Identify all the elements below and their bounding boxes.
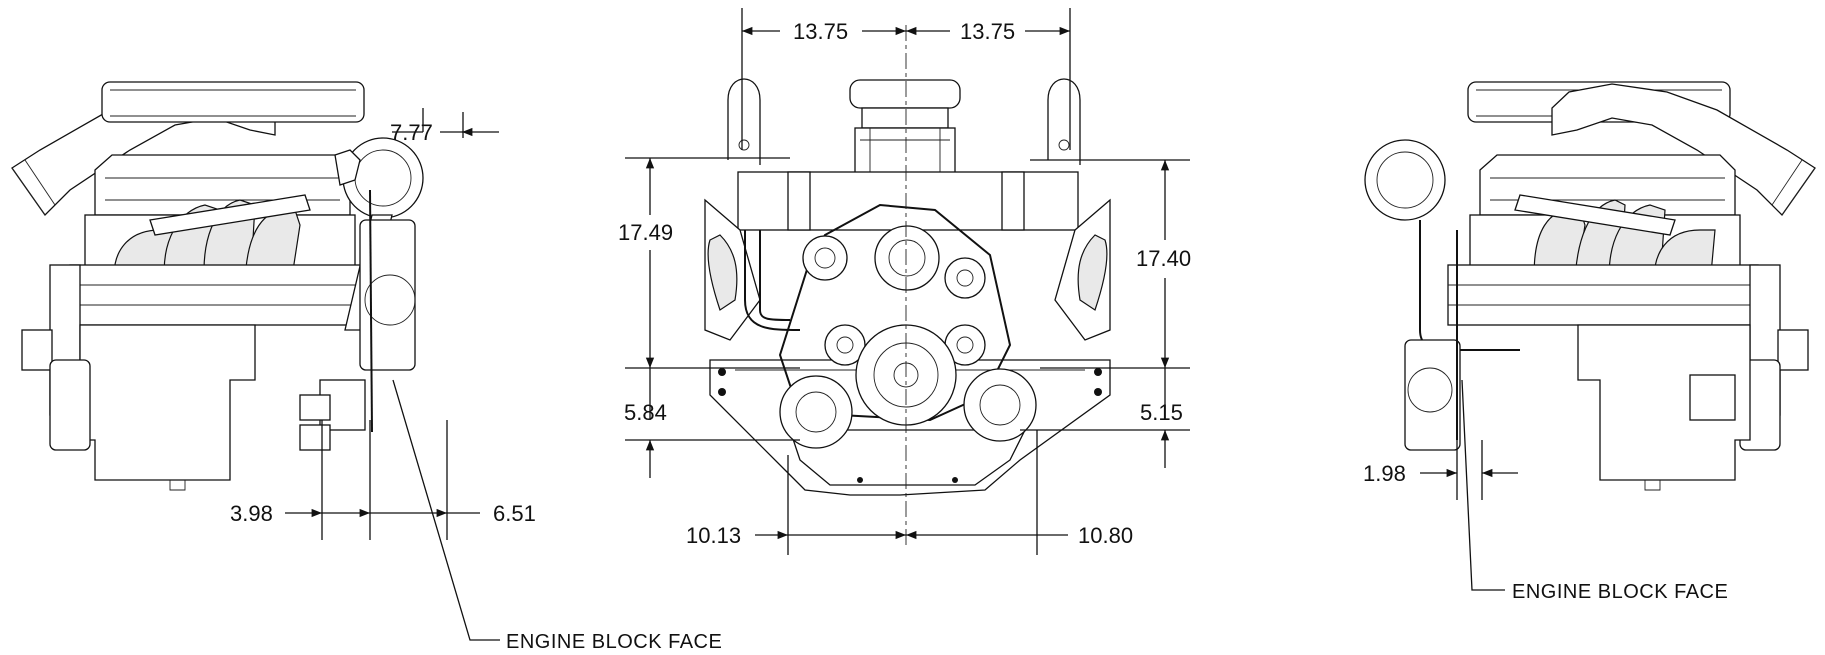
dim-1-98: 1.98 (1363, 461, 1406, 486)
left-side-dimensions: 7.77 3.98 6.51 ENGINE BLOCK FACE (230, 108, 722, 653)
dim-3-98: 3.98 (230, 501, 273, 526)
right-engine-block-face-callout: ENGINE BLOCK FACE (1512, 581, 1728, 603)
front-dimensions: 13.75 13.75 17.49 17.40 5.84 5.15 10.13 … (618, 8, 1191, 555)
left-side-view (11, 81, 424, 491)
dim-7-77: 7.77 (390, 120, 433, 145)
dim-10-13: 10.13 (686, 523, 741, 548)
front-view (704, 25, 1111, 545)
dim-10-80: 10.80 (1078, 523, 1133, 548)
dim-5-84: 5.84 (624, 400, 667, 425)
dim-6-51: 6.51 (493, 501, 536, 526)
dim-17-49: 17.49 (618, 220, 673, 245)
dim-13-75-right: 13.75 (960, 19, 1015, 44)
right-side-view (1364, 81, 1816, 491)
left-engine-block-face-callout: ENGINE BLOCK FACE (506, 631, 722, 653)
dim-17-40: 17.40 (1136, 246, 1191, 271)
dim-13-75-left: 13.75 (793, 19, 848, 44)
dim-5-15: 5.15 (1140, 400, 1183, 425)
right-side-dimensions: 1.98 ENGINE BLOCK FACE (1363, 379, 1728, 603)
